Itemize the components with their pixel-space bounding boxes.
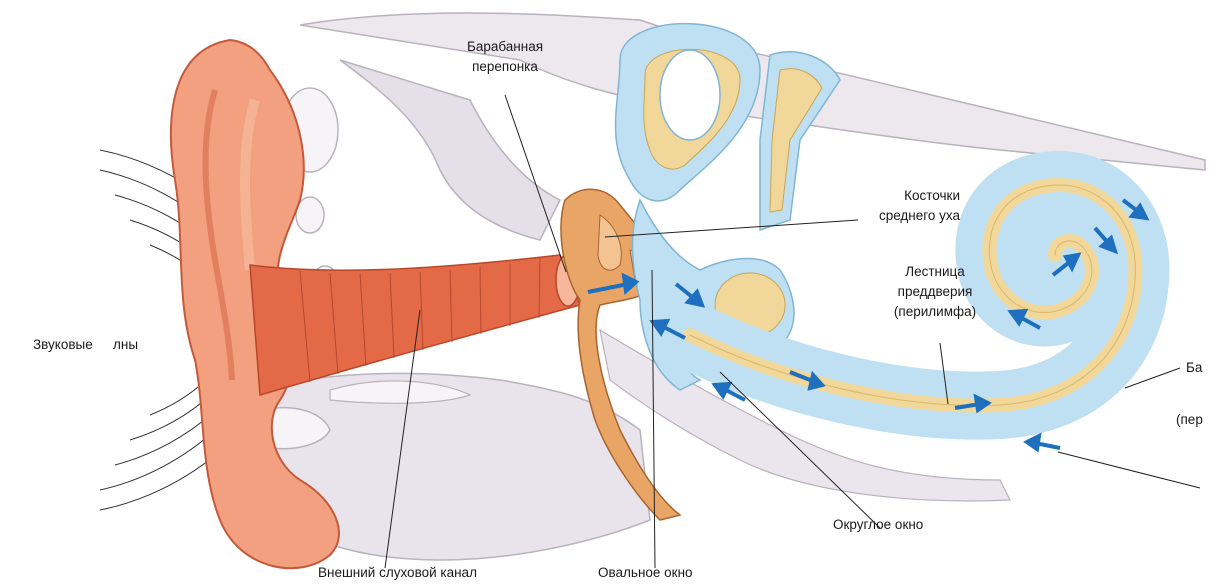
vestibule-label-line-3: (перилимфа) <box>870 302 1000 322</box>
ear-canal-label: Внешний слуховой канал <box>318 563 477 583</box>
arrow-tympani-1 <box>1027 436 1060 449</box>
cut-label-right-1: Ба <box>1186 358 1202 378</box>
vestibule-label: Лестница преддверия (перилимфа) <box>870 262 1000 322</box>
ossicles-label: Косточки среднего уха <box>820 186 960 226</box>
cut-label-right-2: (пер <box>1176 410 1203 430</box>
eardrum-label-line-1: Барабанная <box>445 37 565 57</box>
sound-waves-label: Звуковые <box>33 335 93 355</box>
eardrum-label: Барабанная перепонка <box>445 37 565 77</box>
sound-waves-label-tail: лны <box>113 335 138 355</box>
oval-window-label: Овальное окно <box>598 563 693 583</box>
ossicles-label-line-1: Косточки <box>820 186 960 206</box>
vestibule-label-line-2: преддверия <box>870 282 1000 302</box>
vestibule-label-line-1: Лестница <box>870 262 1000 282</box>
eardrum-label-line-2: перепонка <box>445 57 565 77</box>
ossicles-label-line-2: среднего уха <box>820 206 960 226</box>
round-window-label: Округлое окно <box>833 515 923 535</box>
